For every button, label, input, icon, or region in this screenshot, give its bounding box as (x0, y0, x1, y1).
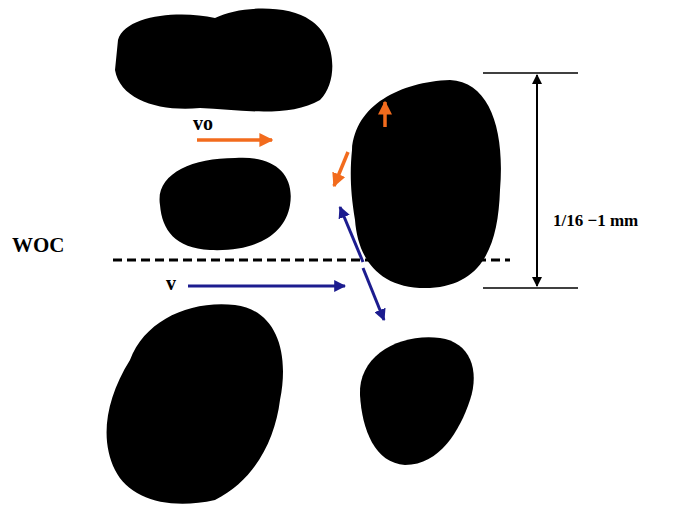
grain (160, 158, 291, 250)
water-arrow (188, 285, 345, 288)
grain-size-dimension: 1/16 −1 mm (553, 212, 638, 231)
grain (360, 337, 474, 465)
water-velocity-label: v (166, 272, 176, 294)
dimension-tick (483, 287, 578, 289)
oil-arrow (197, 138, 272, 142)
oil-velocity-arrows (197, 102, 385, 186)
woc-label: WOC (12, 234, 65, 257)
sand-grains (107, 8, 501, 503)
oil-arrow (383, 102, 387, 127)
grain (115, 8, 332, 111)
water-arrow (363, 268, 384, 320)
grain (107, 304, 283, 504)
dimension-tick (483, 72, 578, 74)
water-arrow (340, 207, 363, 262)
woc-line (113, 259, 510, 262)
oil-arrow (334, 152, 348, 186)
oil-velocity-label: vo (193, 112, 213, 134)
dimension-bracket (483, 73, 578, 288)
water-velocity-arrows (188, 207, 384, 320)
grain (351, 80, 501, 288)
dimension-line (536, 150, 538, 286)
dimension-line (536, 75, 538, 150)
